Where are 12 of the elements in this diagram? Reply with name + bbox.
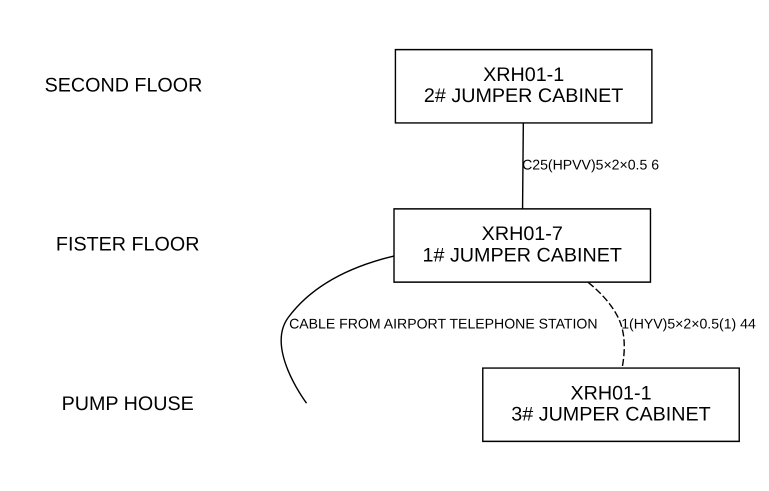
label: PUMP HOUSE bbox=[62, 392, 194, 415]
edge-label: C25(HPVV)5×2×0.5 6 bbox=[522, 156, 660, 172]
connector bbox=[588, 282, 625, 368]
node-box: XRH01-7 1# JUMPER CABINET bbox=[393, 208, 652, 283]
edge-label: CABLE FROM AIRPORT TELEPHONE STATION bbox=[289, 316, 598, 332]
node-box: XRH01-1 3# JUMPER CABINET bbox=[482, 367, 740, 442]
label: SECOND FLOOR bbox=[44, 74, 202, 96]
label: FISTER FLOOR bbox=[56, 234, 200, 256]
connector bbox=[522, 123, 524, 209]
connector bbox=[280, 255, 394, 404]
edge-label: 1(HYV)5×2×0.5(1) 44 bbox=[621, 316, 756, 332]
node-box: XRH01-1 2# JUMPER CABINET bbox=[394, 48, 653, 124]
